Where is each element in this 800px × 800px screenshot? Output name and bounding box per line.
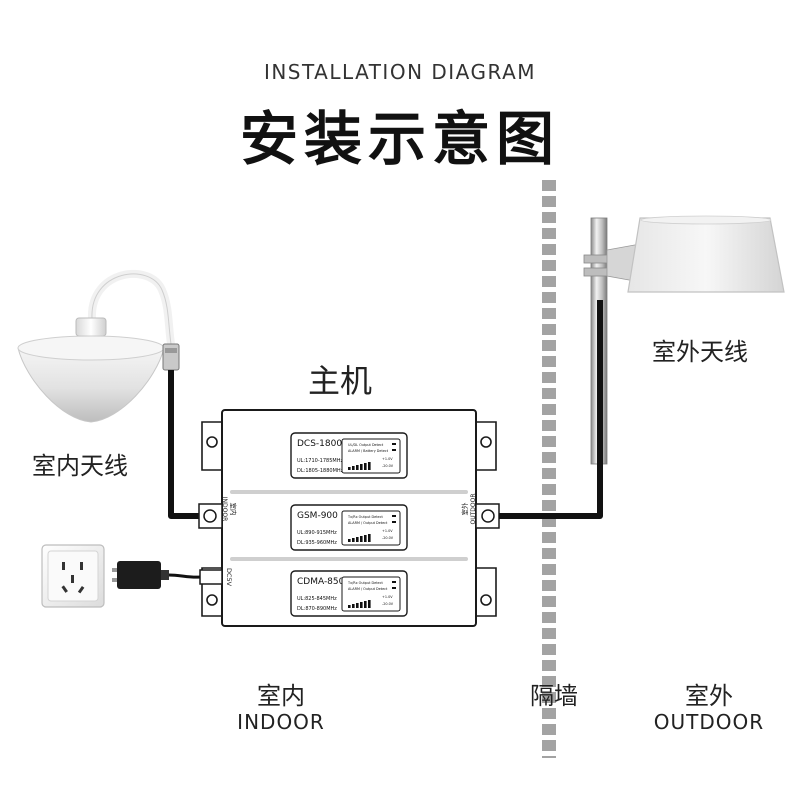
module-panels: DCS-1800UL:1710-1785MHzDL:1805-1880MHzUL… bbox=[290, 432, 408, 617]
module-uplink: UL:825-845MHz bbox=[297, 596, 337, 602]
signal-bars-icon bbox=[348, 534, 371, 542]
module-name: CDMA-850 bbox=[297, 577, 345, 587]
signal-bars-icon bbox=[348, 600, 371, 608]
led-indicator bbox=[392, 449, 396, 451]
led-indicator bbox=[392, 581, 396, 583]
module-downlink: DL:1805-1880MHz bbox=[297, 468, 344, 474]
power-port-label: DC5V bbox=[225, 568, 233, 587]
outdoor-port-label-cn: 室外 bbox=[460, 502, 469, 516]
module-name: DCS-1800 bbox=[297, 439, 342, 449]
module-value-2: -20.0V bbox=[382, 464, 394, 468]
indoor-port-label: 室内 INDOOR bbox=[221, 497, 238, 522]
module-status-1: Tx/Rx Output Detect bbox=[347, 581, 383, 585]
zone-indoor-cn: 室内 bbox=[257, 682, 305, 710]
module-value-1: +1.0V bbox=[382, 457, 393, 461]
indoor-cable bbox=[168, 370, 199, 519]
module-status-2: ALARM / Battery Detect bbox=[348, 449, 389, 453]
zone-wall-cn: 隔墙 bbox=[530, 682, 578, 710]
power-adapter bbox=[112, 561, 169, 589]
zone-indoor-en: INDOOR bbox=[237, 710, 325, 734]
zone-outdoor-cn: 室外 bbox=[685, 682, 733, 710]
module-uplink: UL:1710-1785MHz bbox=[297, 458, 343, 464]
module-value-1: +1.0V bbox=[382, 529, 393, 533]
power-cable bbox=[168, 573, 201, 579]
module-value-1: +1.0V bbox=[382, 595, 393, 599]
module-value-2: -20.0V bbox=[382, 602, 394, 606]
module-value-2: -20.0V bbox=[382, 536, 394, 540]
module-status-2: ALARM / Output Detect bbox=[348, 587, 388, 591]
wall-outlet bbox=[41, 544, 105, 608]
module-downlink: DL:870-890MHz bbox=[297, 606, 337, 612]
module-status-2: ALARM / Output Detect bbox=[348, 521, 388, 525]
led-indicator bbox=[392, 443, 396, 445]
module-name: GSM-900 bbox=[297, 511, 338, 521]
indoor-ceiling-antenna bbox=[17, 270, 180, 423]
led-indicator bbox=[392, 521, 396, 523]
indoor-port-label-cn: 室内 bbox=[229, 503, 238, 516]
outdoor-port-label: 室外 OUTDOOR bbox=[460, 493, 477, 524]
indoor-port-label-en: INDOOR bbox=[221, 497, 228, 522]
led-indicator bbox=[392, 587, 396, 589]
outdoor-antenna-label: 室外天线 bbox=[652, 338, 748, 366]
zone-outdoor-en: OUTDOOR bbox=[653, 710, 765, 734]
module-status-1: UL/DL Output Detect bbox=[348, 443, 384, 447]
module-status-1: Tx/Rx Output Detect bbox=[347, 515, 383, 519]
module-uplink: UL:890-915MHz bbox=[297, 530, 337, 536]
module-downlink: DL:935-960MHz bbox=[297, 540, 337, 546]
diagram-subtitle: INSTALLATION DIAGRAM bbox=[263, 60, 537, 84]
diagram-title: 安装示意图 bbox=[239, 105, 560, 173]
host-label: 主机 bbox=[308, 362, 373, 400]
outdoor-cable bbox=[499, 300, 603, 519]
indoor-antenna-label: 室内天线 bbox=[32, 452, 128, 480]
signal-bars-icon bbox=[348, 462, 371, 470]
outdoor-port-label-en: OUTDOOR bbox=[470, 493, 477, 524]
led-indicator bbox=[392, 515, 396, 517]
power-port-label-text: DC5V bbox=[225, 568, 233, 587]
